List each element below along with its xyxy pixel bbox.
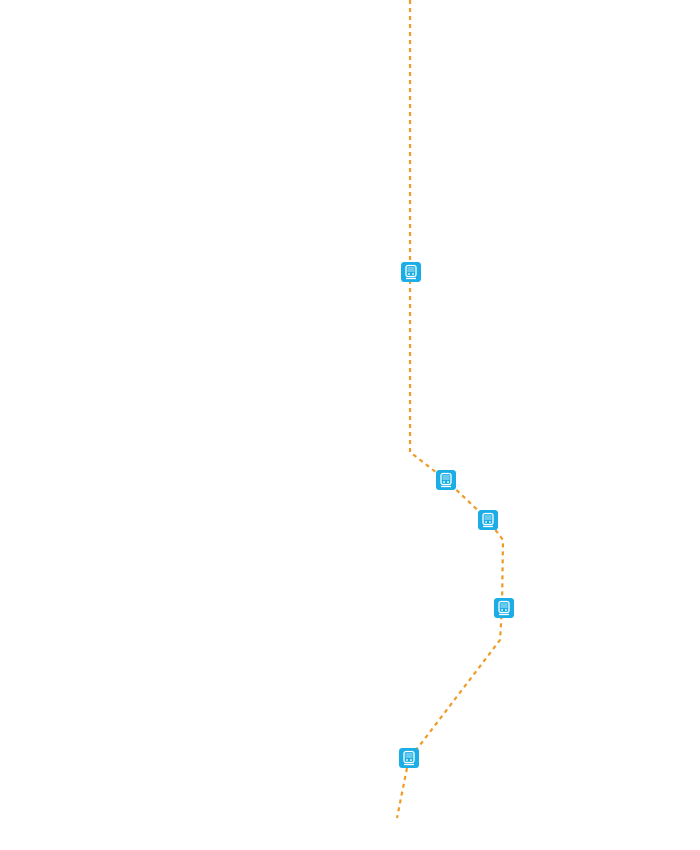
train-icon [440,472,452,488]
train-icon [498,600,510,616]
station-marker[interactable] [401,262,421,282]
train-icon [482,512,494,528]
station-marker[interactable] [478,510,498,530]
rail-route-line [395,0,505,819]
station-marker[interactable] [436,470,456,490]
station-marker[interactable] [494,598,514,618]
train-icon [403,750,415,766]
station-marker[interactable] [399,748,419,768]
train-icon [405,264,417,280]
